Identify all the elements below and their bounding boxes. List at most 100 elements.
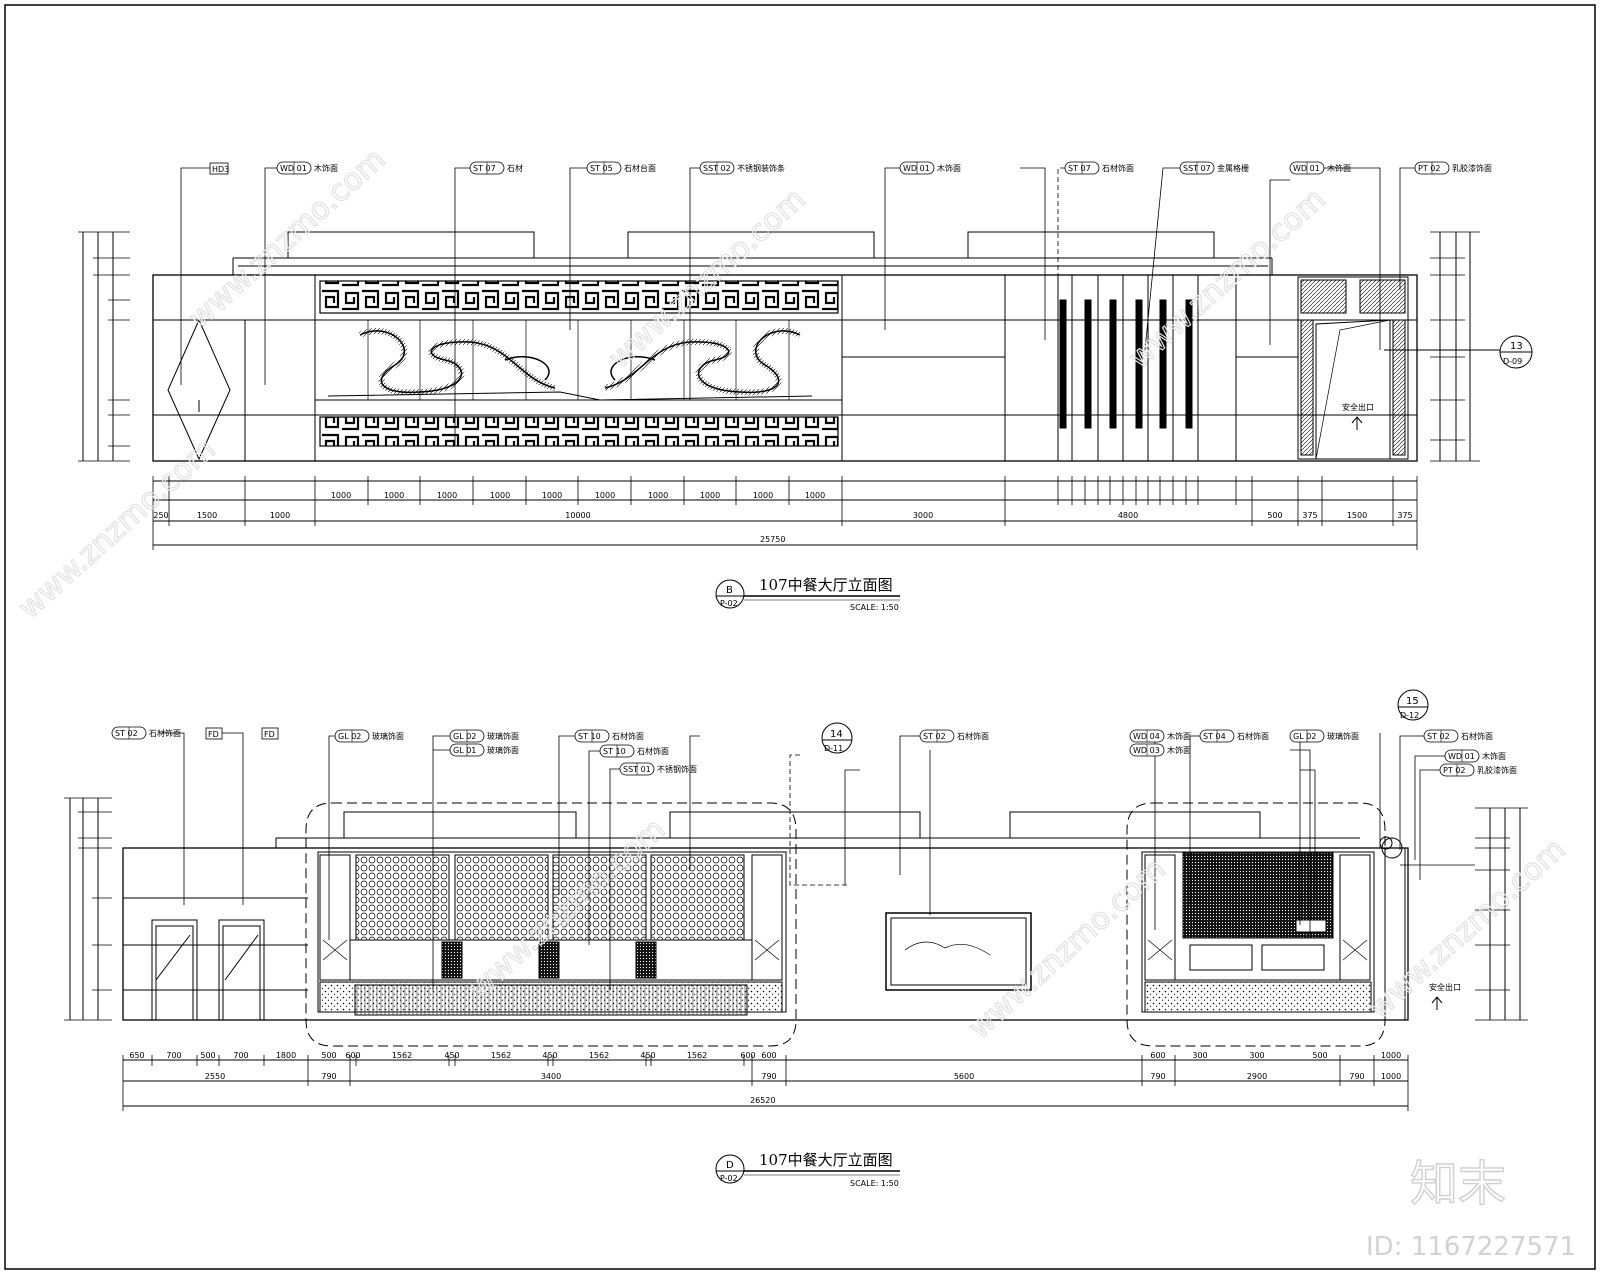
d-tag-desc: 不锈钢饰面	[657, 764, 697, 774]
d-mid-dim-label: 5600	[954, 1072, 974, 1081]
b-tag-desc: 石材台面	[624, 163, 656, 173]
elevation-b	[78, 167, 1533, 550]
d-tag-code: ST 02	[923, 732, 946, 741]
b-mid-dim-label: 1500	[197, 511, 217, 520]
door-tag-d-1: FD	[208, 730, 219, 739]
watermark-site-2: www.znzmo.com	[602, 182, 812, 376]
d-tag-code: ST 02	[115, 729, 138, 738]
b-top-dim-label: 1000	[437, 491, 457, 500]
d-tag-desc: 石材饰面	[957, 731, 989, 741]
b-mid-dim-label: 500	[1267, 511, 1282, 520]
d-top-dim-label: 500	[200, 1051, 215, 1060]
watermark-site-6: www.znzmo.com	[1362, 832, 1572, 1026]
b-top-dim-label: 1000	[805, 491, 825, 500]
d-mid-dim-label: 3400	[541, 1072, 561, 1081]
dragon-relief	[327, 327, 813, 401]
b-tag-desc: 石材	[507, 163, 523, 173]
d-tag-desc: 木饰面	[1167, 745, 1191, 755]
d-mid-dim-label: 790	[1349, 1072, 1364, 1081]
title-d-letter: D	[726, 1160, 734, 1171]
d-tag-desc: 石材饰面	[637, 746, 669, 756]
title-d: 107中餐大厅立面图	[759, 1151, 893, 1169]
d-top-dim-label: 1562	[392, 1051, 412, 1060]
d-top-dim-label: 300	[1249, 1051, 1264, 1060]
b-tag-code: ST 07	[1068, 164, 1091, 173]
d-tag-code: ST 10	[578, 732, 601, 741]
d-top-dim-label: 500	[321, 1051, 336, 1060]
b-tag-desc: 木饰面	[1327, 163, 1351, 173]
b-top-dim-label: 1000	[490, 491, 510, 500]
section-ref-15-num: 15	[1406, 696, 1419, 707]
d-tag-desc: 玻璃饰面	[487, 745, 519, 755]
d-tag-code: WD 03	[1133, 746, 1160, 755]
d-top-dim-label: 700	[166, 1051, 181, 1060]
b-top-dim-label: 1000	[331, 491, 351, 500]
d-top-dim-label: 600	[1150, 1051, 1165, 1060]
watermark-brand: 知末	[1410, 1156, 1506, 1212]
d-tag-code: GL 02	[453, 732, 476, 741]
d-top-dim-label: 700	[233, 1051, 248, 1060]
door-tag-b: HD3	[212, 165, 229, 174]
scale-d: SCALE: 1:50	[850, 1179, 899, 1188]
d-tag-code: ST 10	[603, 747, 626, 756]
d-tag-code: PT 02	[1443, 766, 1465, 775]
d-top-dim-label: 600	[740, 1051, 755, 1060]
dim-total-b: 25750	[760, 535, 785, 544]
d-mid-dim-label: 2900	[1247, 1072, 1267, 1081]
b-mid-dim-label: 375	[1397, 511, 1412, 520]
d-top-dim-label: 600	[345, 1051, 360, 1060]
d-tag-code: ST 04	[1203, 732, 1226, 741]
b-tag-code: SST 07	[1183, 164, 1211, 173]
b-tag-code: WD 01	[903, 164, 930, 173]
d-mid-dim-label: 790	[1150, 1072, 1165, 1081]
b-top-dim-label: 1000	[753, 491, 773, 500]
scale-b: SCALE: 1:50	[850, 603, 899, 612]
b-top-dim-label: 1000	[384, 491, 404, 500]
b-tag-desc: 石材饰面	[1102, 163, 1134, 173]
d-tag-code: WD 01	[1448, 752, 1475, 761]
title-d-sheet: P-02	[720, 1174, 738, 1183]
title-b-sheet: P-02	[720, 599, 738, 608]
d-tag-desc: 木饰面	[1482, 751, 1506, 761]
section-ref-14-sheet: D-11	[824, 744, 843, 753]
b-top-dim-label: 1000	[700, 491, 720, 500]
b-top-dim-label: 1000	[542, 491, 562, 500]
d-top-dim-label: 450	[640, 1051, 655, 1060]
d-tag-desc: 石材饰面	[149, 728, 181, 738]
b-mid-dim-label: 4800	[1118, 511, 1138, 520]
b-top-dim-label: 1000	[595, 491, 615, 500]
d-top-dim-label: 1562	[589, 1051, 609, 1060]
d-tag-desc: 木饰面	[1167, 731, 1191, 741]
b-mid-dim-label: 250	[153, 511, 168, 520]
title-block-d: D P-02 107中餐大厅立面图 SCALE: 1:50	[715, 1151, 900, 1188]
d-tag-desc: 乳胶漆饰面	[1477, 765, 1517, 775]
b-tag-desc: 金属格栅	[1217, 163, 1249, 173]
d-tag-code: WD 04	[1133, 732, 1160, 741]
section-ref-14-num: 14	[830, 729, 843, 740]
b-tag-code: PT 02	[1418, 164, 1440, 173]
watermark-id: ID: 1167227571	[1366, 1232, 1576, 1262]
watermark-site-5: www.znzmo.com	[962, 852, 1172, 1046]
title-block-b: B P-02 107中餐大厅立面图 SCALE: 1:50	[715, 576, 900, 612]
d-tag-code: ST 02	[1427, 732, 1450, 741]
b-tag-desc: 木饰面	[314, 163, 338, 173]
b-tag-desc: 乳胶漆饰面	[1452, 163, 1492, 173]
elevation-d	[64, 732, 1528, 1111]
d-top-dim-label: 600	[761, 1051, 776, 1060]
b-tag-desc: 不锈钢装饰条	[737, 163, 785, 173]
dim-total-d: 26520	[750, 1096, 775, 1105]
b-tag-code: ST 07	[473, 164, 496, 173]
d-mid-dim-label: 1000	[1381, 1072, 1401, 1081]
b-mid-dim-label: 375	[1302, 511, 1317, 520]
b-tag-code: WD 01	[1293, 164, 1320, 173]
exit-sign-b: 安全出口	[1342, 402, 1374, 412]
d-mid-dim-label: 790	[321, 1072, 336, 1081]
d-top-dim-label: 1000	[1381, 1051, 1401, 1060]
d-tag-desc: 石材饰面	[1237, 731, 1269, 741]
d-mid-dim-label: 2550	[205, 1072, 225, 1081]
b-tag-code: ST 05	[590, 164, 613, 173]
title-b-letter: B	[726, 585, 733, 596]
